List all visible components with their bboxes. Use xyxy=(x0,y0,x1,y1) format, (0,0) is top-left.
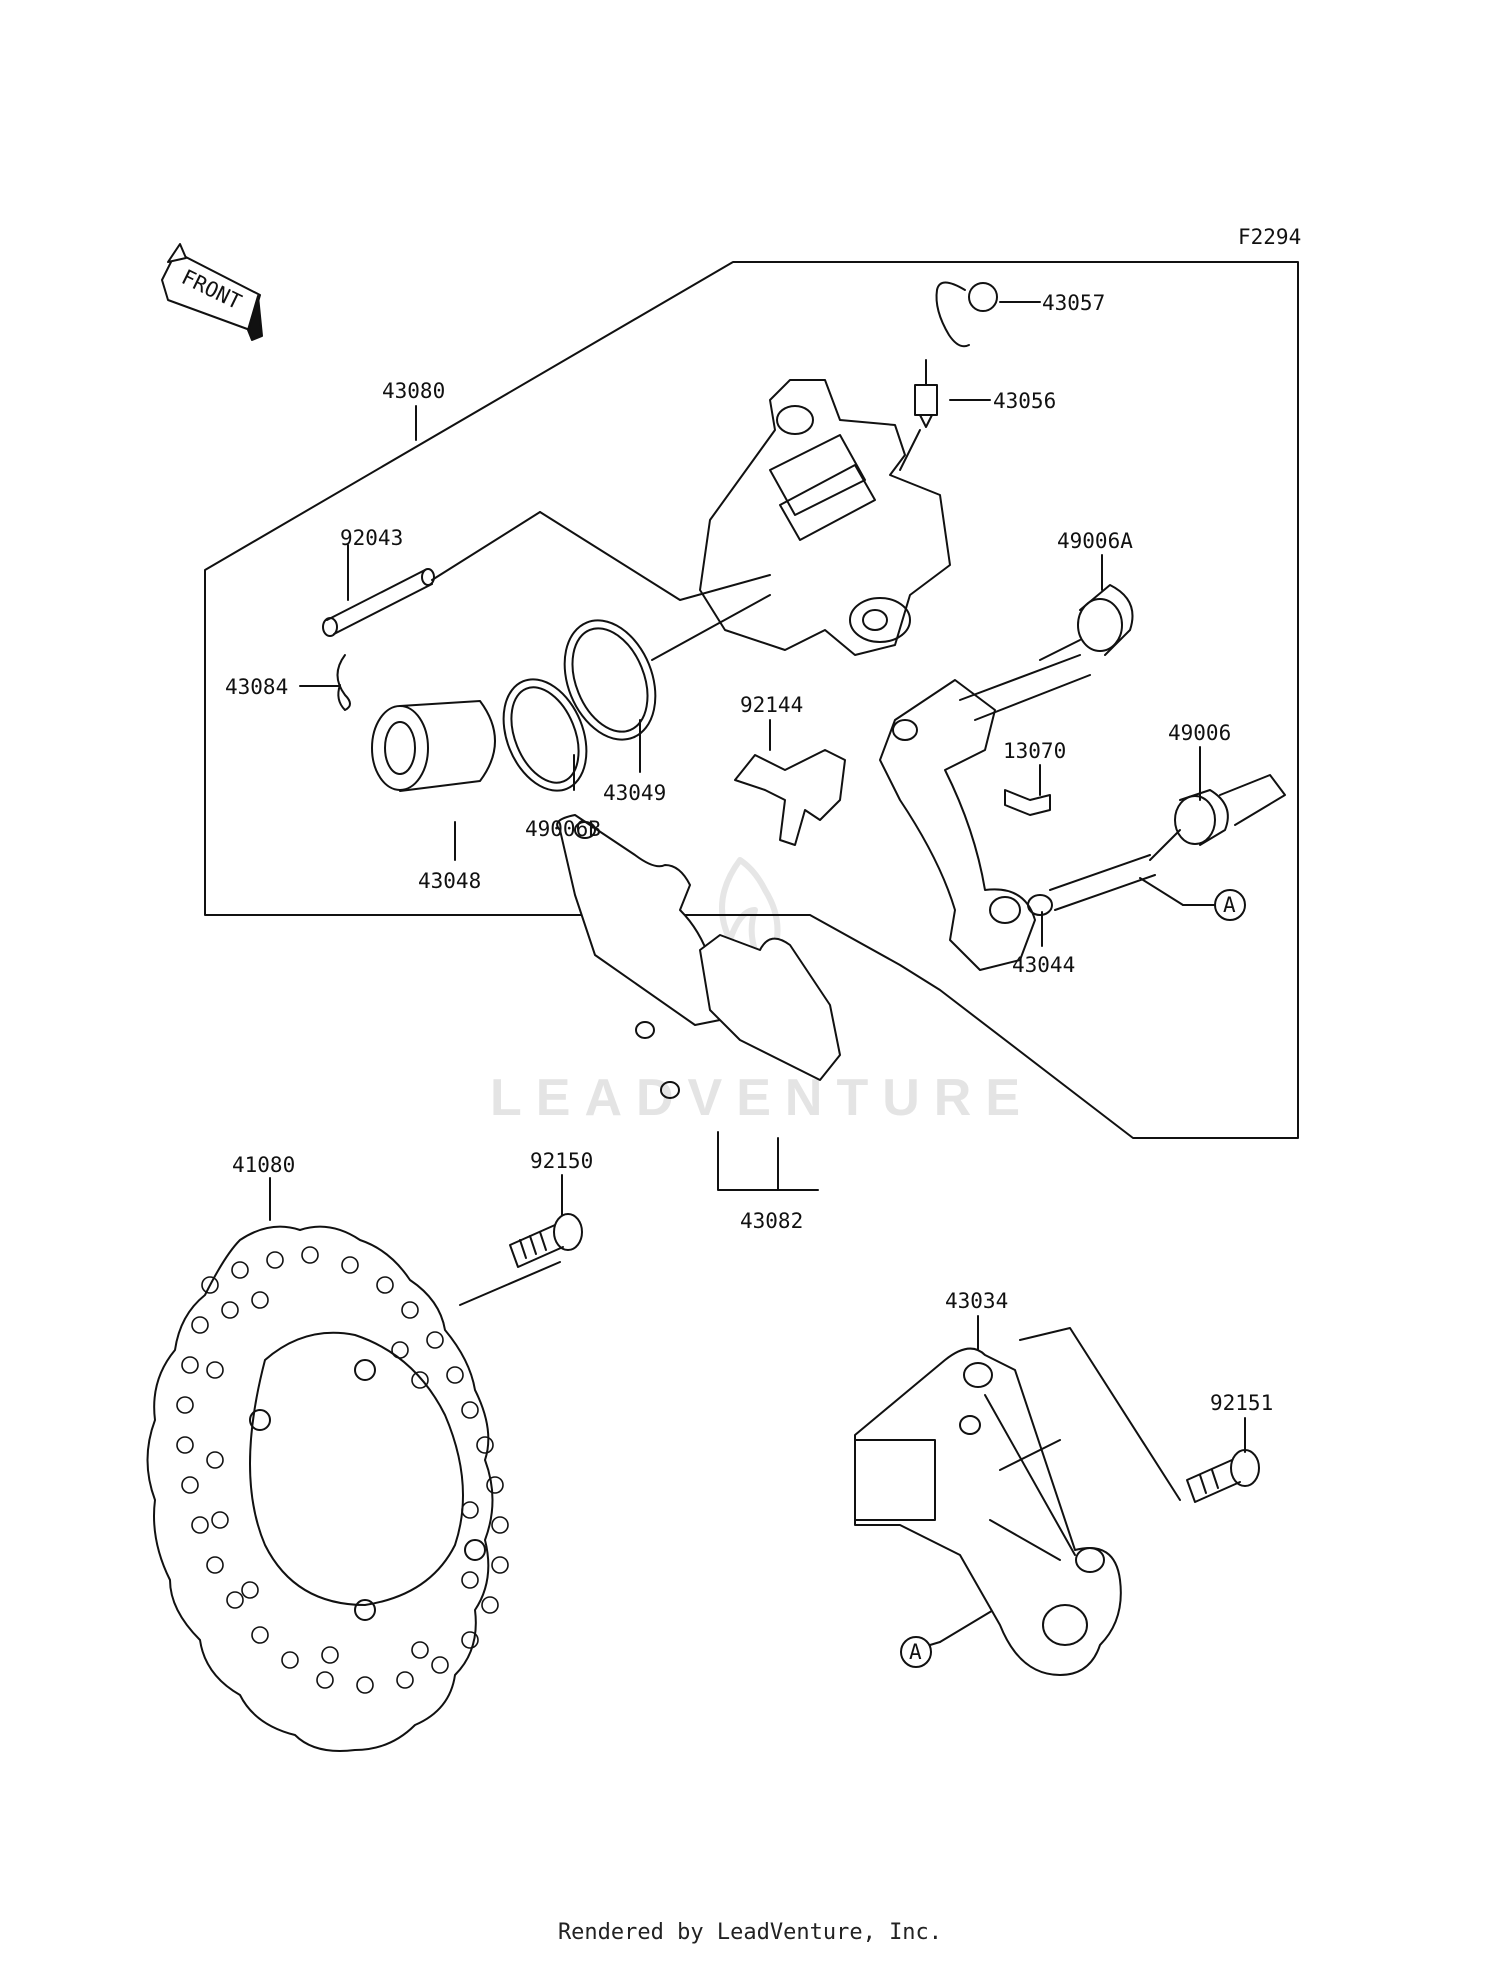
watermark-logo xyxy=(719,857,781,973)
pad-spring xyxy=(734,749,846,846)
ref-marker-a-lower-text: A xyxy=(909,1640,922,1664)
boot-49006a xyxy=(1077,584,1134,656)
boot-49006 xyxy=(1174,774,1286,846)
label-43048: 43048 xyxy=(418,869,481,893)
disc-holes xyxy=(176,1246,509,1694)
label-43082: 43082 xyxy=(740,1209,803,1233)
brake-disc xyxy=(146,1225,561,1752)
label-41080: 41080 xyxy=(232,1153,295,1177)
diagram-id: F2294 xyxy=(1238,225,1301,249)
label-49006: 49006 xyxy=(1168,721,1231,745)
front-arrow-icon xyxy=(161,243,263,341)
label-43080: 43080 xyxy=(382,379,445,403)
pad-pin-clip xyxy=(336,654,351,711)
label-43056: 43056 xyxy=(993,389,1056,413)
holder-bolt xyxy=(1186,1449,1260,1503)
label-13070: 13070 xyxy=(1003,739,1066,763)
disc-bolt xyxy=(509,1213,583,1268)
ref-marker-a-upper-text: A xyxy=(1223,893,1236,917)
caliper-bracket xyxy=(879,654,1156,971)
label-43084: 43084 xyxy=(225,675,288,699)
label-49006b: 49006B xyxy=(525,817,601,841)
caliper-kit-outline xyxy=(204,261,1299,1139)
label-43049: 43049 xyxy=(603,781,666,805)
label-49006a: 49006A xyxy=(1057,529,1133,553)
caliper-body xyxy=(699,379,951,656)
label-92150: 92150 xyxy=(530,1149,593,1173)
bleeder-hose xyxy=(935,281,998,348)
ref-marker-a-lower xyxy=(900,1636,932,1668)
bracket-clip xyxy=(1004,789,1051,816)
brake-pads xyxy=(556,814,841,1099)
label-92151: 92151 xyxy=(1210,1391,1273,1415)
dust-seal-43049 xyxy=(563,619,657,741)
bleeder-valve xyxy=(899,359,938,471)
label-43044: 43044 xyxy=(1012,953,1075,977)
caliper-holder xyxy=(854,1347,1122,1676)
label-43057: 43057 xyxy=(1042,291,1105,315)
piston-seal-49006b xyxy=(502,678,588,792)
footer-credit: Rendered by LeadVenture, Inc. xyxy=(557,1920,943,1945)
caliper-piston xyxy=(371,700,496,792)
label-92043: 92043 xyxy=(340,526,403,550)
pad-pin xyxy=(322,511,771,637)
label-43034: 43034 xyxy=(945,1289,1008,1313)
label-92144: 92144 xyxy=(740,693,803,717)
watermark-text: LEADVENTURE xyxy=(490,1069,1034,1127)
ref-marker-a-upper xyxy=(1214,889,1246,921)
